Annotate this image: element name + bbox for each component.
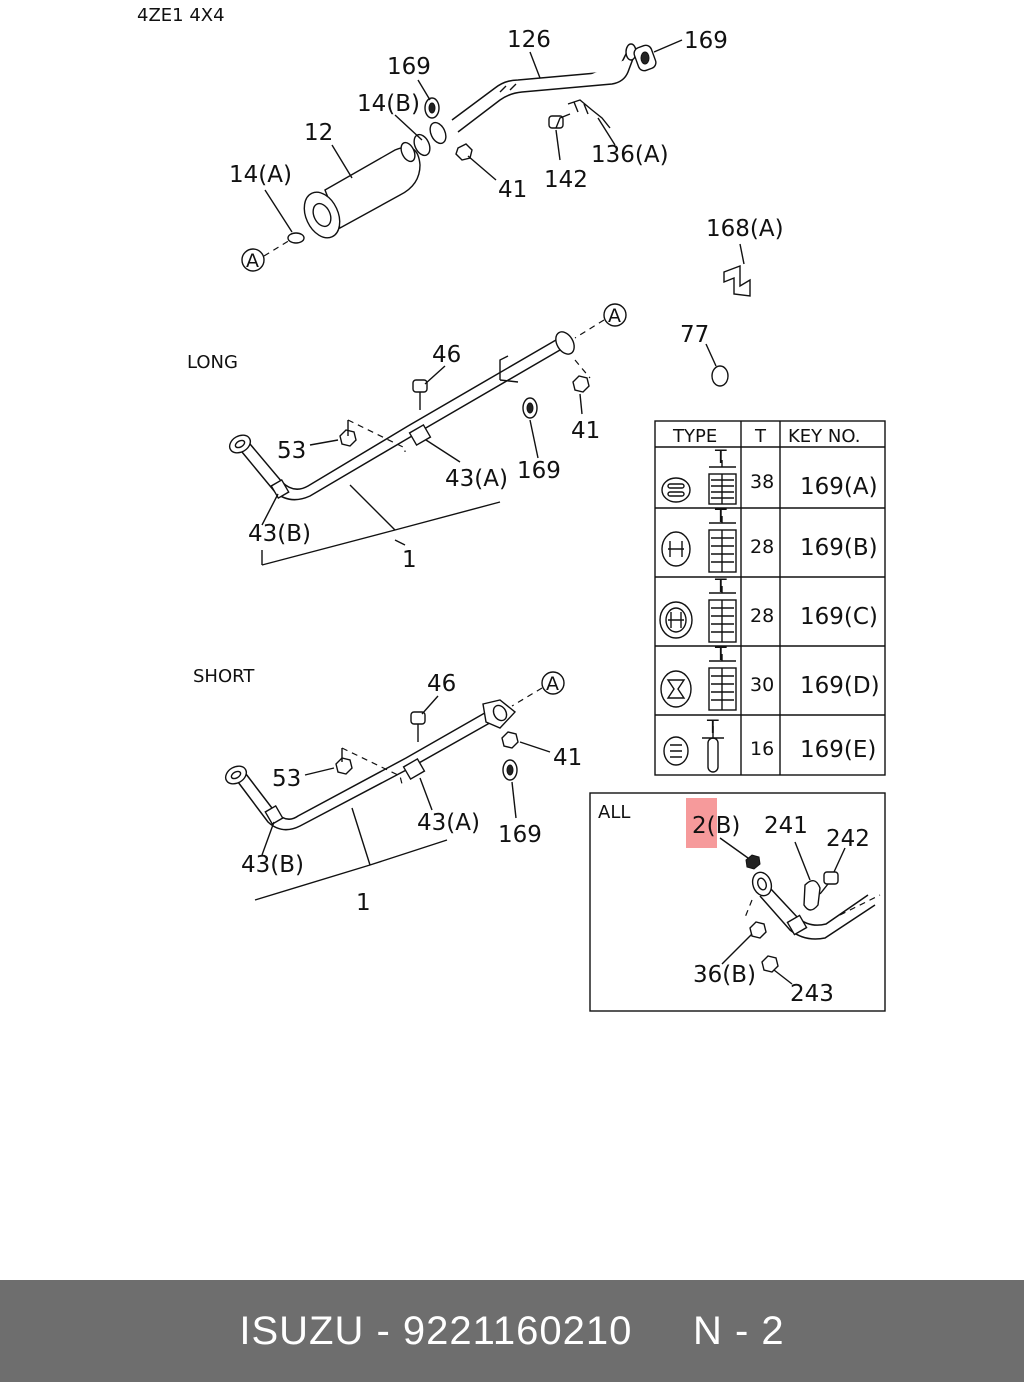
label-169-long: 169 [517,458,561,484]
label-43a-short: 43(A) [417,810,480,836]
label-243: 243 [790,981,834,1007]
muffler-assembly: A [241,39,683,272]
label-41-long: 41 [571,418,600,444]
label-126: 126 [507,27,551,53]
exhaust-parts-diagram: 4ZE1 4X4 [137,5,886,1012]
label-53-long: 53 [277,438,306,464]
bracket-168a [723,243,751,297]
t-value-c: 28 [750,605,774,627]
label-14a: 14(A) [229,162,292,188]
front-pipe-long: A [228,303,627,566]
variant-short-label: SHORT [193,666,255,687]
hanger-169-top-right [633,44,657,72]
ref-marker-a-top [241,248,265,272]
hanger-169-top [424,97,440,119]
t-value-e: 16 [750,738,774,760]
key-no-c: 169(C) [800,604,878,630]
t-value-a: 38 [750,471,774,493]
engine-label: 4ZE1 4X4 [137,5,225,26]
t-value-d: 30 [750,674,774,696]
label-142: 142 [544,167,588,193]
t-value-b: 28 [750,536,774,558]
table-header-type: TYPE [672,426,717,447]
label-168a: 168(A) [706,216,784,242]
label-136a: 136(A) [591,142,669,168]
ref-marker-a-short-text: A [546,673,559,695]
type-icon-d [660,654,737,711]
muffler-12 [303,141,421,239]
t-marker-b: T [714,505,727,527]
label-242: 242 [826,826,870,852]
label-77: 77 [680,322,709,348]
variant-all-label: ALL [598,802,630,823]
footer-part-number: ISUZU - 9221160210 N - 2 [239,1308,785,1353]
label-1-short: 1 [356,890,371,916]
highlight-part-2b [686,798,717,848]
type-icon-b [661,516,737,573]
all-variant-box [589,792,886,1012]
ref-marker-a-text: A [246,250,259,272]
key-no-a: 169(A) [800,474,878,500]
t-marker-c: T [714,575,727,597]
label-43a-long: 43(A) [445,466,508,492]
bracket-136a [567,99,611,129]
label-41-short: 41 [553,745,582,771]
t-marker-a: T [714,446,727,468]
label-1-long: 1 [402,547,417,573]
footer-bar: ISUZU - 9221160210 N - 2 [0,1280,1024,1382]
label-43b-long: 43(B) [248,521,311,547]
type-icon-e [663,726,724,773]
t-marker-e: T [706,716,719,738]
key-no-e: 169(E) [800,737,876,763]
label-169-short: 169 [498,822,542,848]
key-no-d: 169(D) [800,673,880,699]
type-icon-c [659,586,737,643]
front-pipe-short: A [224,671,565,901]
label-14b: 14(B) [357,91,420,117]
label-241: 241 [764,813,808,839]
label-41-top: 41 [498,177,527,203]
label-53-short: 53 [272,766,301,792]
gasket-14a [287,232,305,244]
ref-marker-a-long-text: A [608,305,621,327]
label-36b: 36(B) [693,962,756,988]
hanger-type-table: TYPE T KEY NO. [654,420,886,776]
key-no-b: 169(B) [800,535,878,561]
label-46-long: 46 [432,342,461,368]
table-header-key: KEY NO. [788,426,861,447]
bolt-142 [548,113,571,129]
hanger-77 [705,343,729,387]
label-169-top-right: 169 [684,28,728,54]
label-2b: 2(B) [692,813,740,839]
table-header-t: T [754,426,767,447]
label-12: 12 [304,120,333,146]
type-icon-a [661,460,737,505]
label-43b-short: 43(B) [241,852,304,878]
t-marker-d: T [714,643,727,665]
variant-long-label: LONG [187,352,238,373]
label-169-top: 169 [387,54,431,80]
label-46-short: 46 [427,671,456,697]
